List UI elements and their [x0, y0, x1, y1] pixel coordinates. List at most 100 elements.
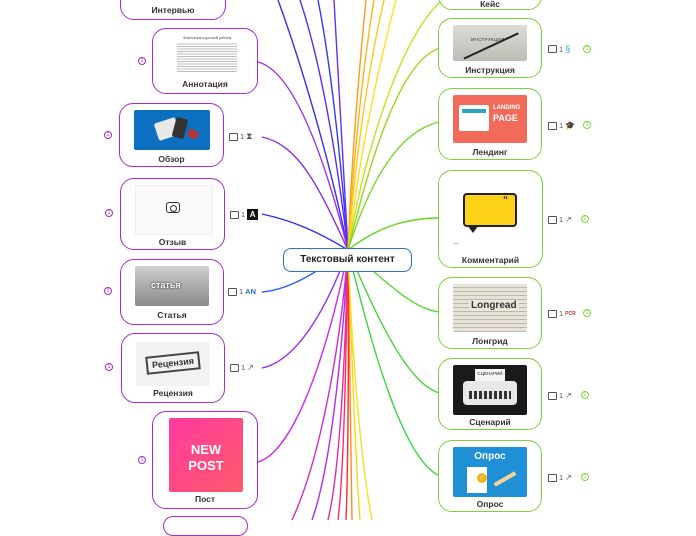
post-image-text-2: POST [188, 458, 224, 473]
node-meta: 1 AN [228, 287, 256, 296]
topic-survey[interactable]: Опрос ✓ Опрос [438, 440, 542, 512]
topic-label: Аннотация [182, 79, 228, 89]
node-meta: 1 ↗ [548, 391, 572, 400]
landing-image: LANDING PAGE [453, 95, 527, 143]
topic-annotation[interactable]: Аннотация курсовой работы Аннотация [152, 28, 258, 94]
topic-label: Лендинг [472, 147, 508, 157]
external-link-icon: ↗ [247, 363, 254, 372]
collapse-marker[interactable]: 1 [104, 287, 112, 295]
landing-image-text-2: PAGE [493, 113, 518, 123]
hourglass-icon: ⧗ [246, 131, 253, 141]
topic-case[interactable]: Кейс [438, 0, 542, 10]
comment-count: 1 [559, 44, 564, 54]
topic-instruction[interactable]: ИНСТРУКЦИЯ Инструкция [438, 18, 542, 78]
topic-label: Интервью [151, 5, 195, 15]
post-image-text-1: NEW [190, 442, 222, 457]
camera-placeholder-image [135, 185, 213, 235]
topic-script[interactable]: СЦЕНАРИЙ Сценарий [438, 358, 542, 430]
comment-count: 1 [559, 121, 564, 130]
logo-a-icon: A [247, 209, 259, 220]
collapse-marker[interactable]: 1 [583, 45, 591, 53]
comment-count: 1 [240, 132, 245, 141]
topic-label: Пост [194, 494, 216, 504]
topic-landing[interactable]: LANDING PAGE Лендинг [438, 88, 542, 160]
topic-comment[interactable]: “ Комментарий [438, 170, 543, 268]
comment-icon [228, 287, 237, 296]
comment-icon [548, 473, 557, 482]
longread-image: Longread [453, 284, 527, 332]
longread-image-text: Longread [469, 300, 519, 311]
node-meta: 1 A [230, 209, 259, 220]
post-image: NEW POST [169, 418, 243, 492]
collapse-marker[interactable]: 1 [138, 57, 146, 65]
comment-count: 1 [241, 210, 246, 219]
script-image: СЦЕНАРИЙ [453, 365, 527, 415]
landing-image-text-1: LANDING [493, 105, 521, 111]
collapse-marker[interactable]: 1 [105, 363, 113, 371]
node-meta: 1 🎓 [548, 121, 575, 130]
pcr-logo-icon: PCR [565, 310, 576, 317]
topic-post[interactable]: NEW POST Пост [152, 411, 258, 509]
topic-label: Обзор [158, 154, 185, 164]
comment-icon [548, 391, 557, 400]
overview-image [134, 110, 210, 150]
comment-icon [548, 45, 557, 53]
external-link-icon: ↗ [565, 215, 572, 224]
instruction-image-text: ИНСТРУКЦИЯ [471, 37, 505, 42]
external-link-icon: ↗ [565, 391, 572, 400]
collapse-marker[interactable]: 1 [104, 131, 112, 139]
graduation-cap-icon: 🎓 [565, 121, 576, 130]
spiral-icon: § [565, 44, 571, 54]
topic-article[interactable]: статья Статья [120, 259, 224, 325]
node-meta: 1 PCR [548, 309, 576, 318]
node-meta: 1 ↗ [230, 363, 254, 372]
collapse-marker[interactable]: 1 [581, 473, 589, 481]
node-meta: 1 ⧗ [229, 131, 253, 142]
topic-label: Статья [157, 310, 187, 320]
topic-label: Лонгрид [472, 336, 508, 346]
article-image: статья [135, 266, 209, 306]
comment-count: 1 [239, 287, 244, 296]
topic-interview[interactable]: Интервью [120, 0, 226, 20]
comment-count: 1 [559, 309, 564, 318]
central-topic[interactable]: Текстовый контент [283, 248, 412, 272]
node-meta: 1 ↗ [548, 215, 572, 224]
collapse-marker[interactable]: 1 [583, 309, 591, 317]
collapse-marker[interactable]: 1 [581, 391, 589, 399]
topic-partial-bottom[interactable] [163, 516, 248, 536]
script-image-text: СЦЕНАРИЙ [477, 371, 503, 376]
topic-label: Инструкция [465, 65, 515, 75]
camera-icon [166, 202, 180, 213]
annotation-doc-title: Аннотация курсовой работы [182, 35, 232, 40]
article-image-text: статья [151, 280, 181, 290]
comment-count: 1 [559, 473, 564, 482]
collapse-marker[interactable]: 1 [581, 215, 589, 223]
survey-image-text: Опрос [474, 451, 506, 462]
comment-icon [548, 309, 557, 318]
topic-peer-review[interactable]: Рецензия Рецензия [121, 333, 225, 403]
collapse-marker[interactable]: 1 [583, 121, 591, 129]
comment-image: “ [453, 185, 529, 247]
topic-feedback[interactable]: Отзыв [120, 178, 225, 250]
topic-label: Комментарий [461, 255, 520, 265]
collapse-marker[interactable]: 1 [105, 209, 113, 217]
topic-label: Сценарий [469, 417, 511, 427]
comment-icon [548, 215, 557, 224]
topic-label: Опрос [476, 499, 504, 509]
topic-review-overview[interactable]: Обзор [119, 103, 224, 167]
comment-count: 1 [241, 363, 246, 372]
comment-count: 1 [559, 215, 564, 224]
peer-review-image: Рецензия [136, 342, 210, 386]
node-meta: 1 § [548, 44, 570, 54]
comment-count: 1 [559, 391, 564, 400]
speech-bubble-icon [463, 193, 517, 227]
topic-label: Кейс [480, 0, 500, 9]
topic-label: Отзыв [158, 237, 187, 247]
collapse-marker[interactable]: 1 [138, 456, 146, 464]
topic-label: Рецензия [153, 388, 193, 398]
topic-longread[interactable]: Longread Лонгрид [438, 277, 542, 349]
comment-icon [230, 210, 239, 219]
comment-icon [229, 132, 238, 141]
survey-image: Опрос ✓ [453, 447, 527, 497]
external-link-icon: ↗ [565, 473, 572, 482]
